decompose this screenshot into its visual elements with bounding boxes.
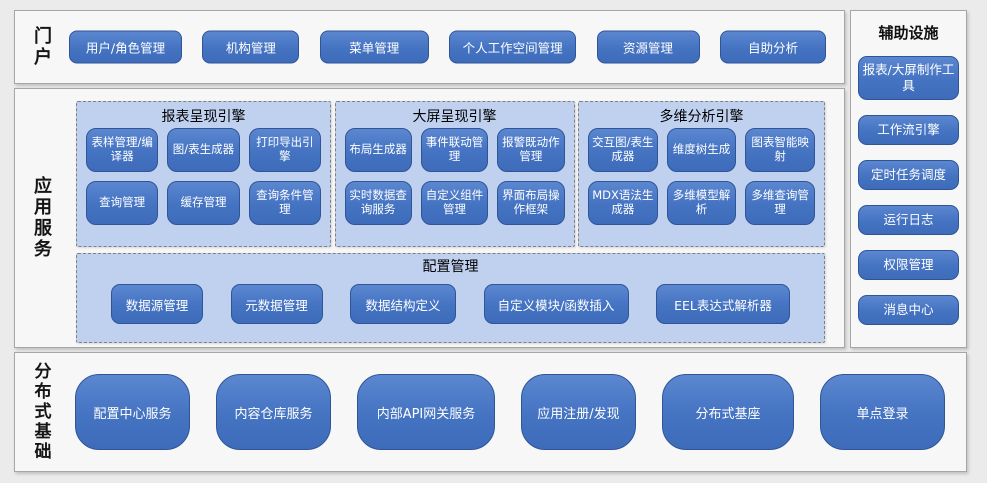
btn-dimension-tree-generation: 维度树生成 — [666, 128, 737, 172]
btn-scheduled-task-scheduling: 定时任务调度 — [858, 160, 959, 190]
portal-label: 门户 — [31, 26, 52, 68]
btn-mdx-syntax-generator: MDX语法生成器 — [588, 181, 658, 225]
btn-layout-generator: 布局生成器 — [344, 128, 412, 172]
btn-datasource-management: 数据源管理 — [111, 284, 203, 324]
dashboard-presentation-engine-panel: 大屏呈现引擎 布局生成器 事件联动管理 报警既动作管理 实时数据查询服务 自定义… — [334, 101, 575, 247]
btn-resource-management: 资源管理 — [596, 30, 700, 64]
btn-query-management: 查询管理 — [86, 181, 159, 225]
btn-distributed-base: 分布式基座 — [662, 374, 794, 450]
btn-custom-component-management: 自定义组件管理 — [420, 181, 489, 225]
btn-realtime-data-query-service: 实时数据查询服务 — [344, 181, 412, 225]
btn-message-center: 消息中心 — [858, 295, 959, 325]
btn-personal-workspace-management: 个人工作空间管理 — [449, 30, 577, 64]
auxiliary-facilities-section: 辅助设施 报表/大屏制作工具 工作流引擎 定时任务调度 运行日志 权限管理 消息… — [850, 10, 967, 348]
btn-internal-api-gateway-service: 内部API网关服务 — [357, 374, 495, 450]
btn-org-management: 机构管理 — [202, 30, 300, 64]
btn-single-sign-on: 单点登录 — [820, 374, 945, 450]
btn-menu-management: 菜单管理 — [319, 30, 429, 64]
btn-run-logs: 运行日志 — [858, 205, 959, 235]
dashboard-presentation-engine-title: 大屏呈现引擎 — [412, 109, 497, 125]
auxiliary-facilities-title: 辅助设施 — [878, 24, 939, 42]
btn-self-service-analysis: 自助分析 — [719, 30, 826, 64]
btn-alarm-action-management: 报警既动作管理 — [497, 128, 565, 172]
olap-analysis-engine-title: 多维分析引擎 — [659, 109, 744, 125]
btn-metadata-management: 元数据管理 — [230, 284, 323, 324]
application-services-label: 应用服务 — [31, 176, 52, 260]
btn-print-export-engine: 打印导出引擎 — [248, 128, 321, 172]
btn-workflow-engine: 工作流引擎 — [858, 115, 959, 145]
btn-multidim-query-management: 多维查询管理 — [745, 181, 815, 225]
portal-section: 门户 用户/角色管理 机构管理 菜单管理 个人工作空间管理 资源管理 自助分析 — [14, 10, 845, 84]
btn-multidim-model-parsing: 多维模型解析 — [666, 181, 737, 225]
btn-custom-module-function-insert: 自定义模块/函数插入 — [483, 284, 629, 324]
btn-report-template-manager-compiler: 表样管理/编译器 — [86, 128, 159, 172]
btn-chart-table-generator: 图/表生成器 — [167, 128, 240, 172]
btn-event-linkage-management: 事件联动管理 — [420, 128, 489, 172]
btn-config-center-service: 配置中心服务 — [75, 374, 190, 450]
distributed-foundation-label: 分布式基础 — [30, 362, 51, 462]
btn-data-structure-definition: 数据结构定义 — [350, 284, 456, 324]
btn-eel-expression-parser: EEL表达式解析器 — [656, 284, 790, 324]
config-management-title: 配置管理 — [422, 259, 479, 275]
report-presentation-engine-panel: 报表呈现引擎 表样管理/编译器 图/表生成器 打印导出引擎 查询管理 缓存管理 … — [76, 101, 331, 247]
btn-report-dashboard-authoring-tool: 报表/大屏制作工具 — [858, 56, 959, 100]
btn-interactive-chart-table-generator: 交互图/表生成器 — [588, 128, 658, 172]
distributed-foundation-section: 分布式基础 配置中心服务 内容仓库服务 内部API网关服务 应用注册/发现 分布… — [14, 352, 967, 472]
btn-ui-layout-operation-framework: 界面布局操作框架 — [497, 181, 565, 225]
application-services-section: 应用服务 报表呈现引擎 表样管理/编译器 图/表生成器 打印导出引擎 查询管理 … — [14, 88, 845, 348]
olap-analysis-engine-panel: 多维分析引擎 交互图/表生成器 维度树生成 图表智能映射 MDX语法生成器 多维… — [578, 101, 825, 247]
btn-chart-smart-mapping: 图表智能映射 — [745, 128, 815, 172]
engine-groups-row: 报表呈现引擎 表样管理/编译器 图/表生成器 打印导出引擎 查询管理 缓存管理 … — [76, 101, 825, 247]
btn-user-role-management: 用户/角色管理 — [69, 30, 182, 64]
btn-content-repository-service: 内容仓库服务 — [216, 374, 331, 450]
btn-cache-management: 缓存管理 — [167, 181, 240, 225]
btn-app-registration-discovery: 应用注册/发现 — [521, 374, 636, 450]
portal-button-row: 用户/角色管理 机构管理 菜单管理 个人工作空间管理 资源管理 自助分析 — [69, 30, 826, 64]
btn-query-condition-management: 查询条件管理 — [248, 181, 321, 225]
report-presentation-engine-title: 报表呈现引擎 — [161, 109, 246, 125]
config-management-panel: 配置管理 数据源管理 元数据管理 数据结构定义 自定义模块/函数插入 EEL表达… — [76, 253, 825, 343]
btn-permission-management: 权限管理 — [858, 250, 959, 280]
